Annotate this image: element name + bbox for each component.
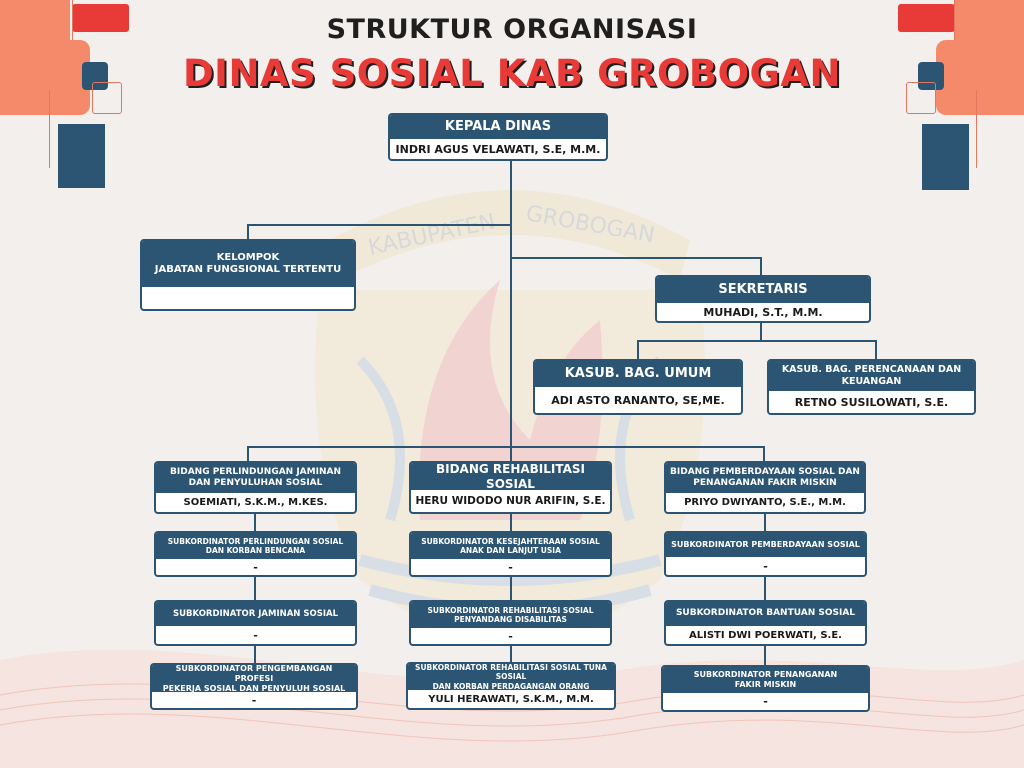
- node-name: INDRI AGUS VELAWATI, S.E, M.M.: [395, 142, 601, 156]
- node-title: SUBKORDINATOR BANTUAN SOSIAL: [666, 602, 865, 626]
- connector-line: [247, 224, 511, 226]
- connector-line: [254, 576, 256, 602]
- node-name: PRIYO DWIYANTO, S.E., M.M.: [684, 497, 846, 508]
- node-kelompok-jabatan-fungsional: KELOMPOK JABATAN FUNGSIONAL TERTENTU: [140, 239, 356, 311]
- node-bidang-pemberdayaan-sosial: BIDANG PEMBERDAYAAN SOSIAL DAN PENANGANA…: [664, 461, 866, 514]
- connector-line: [510, 160, 512, 447]
- connector-line: [247, 224, 249, 241]
- node-title-line: SUBKORDINATOR REHABILITASI SOSIAL TUNA S…: [415, 662, 607, 682]
- node-title: SEKRETARIS: [657, 277, 869, 303]
- node-name: ALISTI DWI POERWATI, S.E.: [689, 629, 842, 641]
- connector-line: [510, 446, 512, 463]
- corner-decoration-right: [884, 0, 1024, 200]
- node-subkordinator-perlindungan-sosial: SUBKORDINATOR PERLINDUNGAN SOSIAL DAN KO…: [154, 531, 357, 577]
- node-title-line: SUBKORDINATOR PENANGANAN: [693, 670, 838, 679]
- node-title-line: PENANGANAN FAKIR MISKIN: [693, 478, 837, 488]
- connector-line: [254, 645, 256, 665]
- node-name: -: [763, 559, 768, 573]
- node-title-line: SUBKORDINATOR PERLINDUNGAN SOSIAL: [167, 536, 344, 546]
- node-title-line: KASUB. BAG. PERENCANAAN DAN: [781, 364, 962, 376]
- node-title-line: KELOMPOK: [216, 251, 280, 263]
- node-title-line: FAKIR MISKIN: [734, 680, 797, 689]
- corner-decoration-left: [0, 0, 140, 200]
- node-subkordinator-penanganan-fakir-miskin: SUBKORDINATOR PENANGANAN FAKIR MISKIN -: [661, 665, 870, 712]
- connector-line: [510, 576, 512, 602]
- connector-line: [875, 340, 877, 360]
- connector-line: [764, 645, 766, 667]
- connector-line: [637, 340, 877, 342]
- node-subkordinator-rehabilitasi-disabilitas: SUBKORDINATOR REHABILITASI SOSIAL PENYAN…: [409, 600, 612, 646]
- node-subkordinator-kesejahteraan-sosial: SUBKORDINATOR KESEJAHTERAAN SOSIAL ANAK …: [409, 531, 612, 577]
- connector-line: [764, 513, 766, 533]
- node-subkordinator-bantuan-sosial: SUBKORDINATOR BANTUAN SOSIAL ALISTI DWI …: [664, 600, 867, 646]
- connector-line: [637, 340, 639, 360]
- node-title-line: SUBKORDINATOR KESEJAHTERAAN SOSIAL: [421, 536, 600, 546]
- node-name: -: [763, 695, 768, 708]
- node-name: HERU WIDODO NUR ARIFIN, S.E.: [415, 495, 606, 507]
- node-name: SOEMIATI, S.K.M., M.KES.: [183, 497, 328, 508]
- node-kepala-dinas: KEPALA DINAS INDRI AGUS VELAWATI, S.E, M…: [388, 113, 608, 161]
- connector-line: [510, 645, 512, 665]
- node-title-line: SUBKORDINATOR PENGEMBANGAN PROFESI: [175, 663, 333, 683]
- connector-line: [510, 257, 762, 259]
- connector-line: [510, 513, 512, 533]
- node-subkordinator-jaminan-sosial: SUBKORDINATOR JAMINAN SOSIAL -: [154, 600, 357, 646]
- node-name: ADI ASTO RANANTO, SE,ME.: [551, 393, 725, 407]
- page-subtitle: DINAS SOSIAL KAB GROBOGAN: [182, 52, 842, 95]
- node-name: MUHADI, S.T., M.M.: [703, 305, 823, 319]
- node-sekretaris: SEKRETARIS MUHADI, S.T., M.M.: [655, 275, 871, 323]
- node-name: -: [253, 560, 258, 574]
- node-name: -: [508, 560, 513, 574]
- node-title-line: BIDANG PERLINDUNGAN JAMINAN: [170, 466, 341, 477]
- node-name: -: [253, 628, 258, 642]
- page-title: STRUKTUR ORGANISASI: [326, 14, 698, 45]
- connector-line: [247, 446, 249, 463]
- node-subkordinator-pengembangan-profesi: SUBKORDINATOR PENGEMBANGAN PROFESI PEKER…: [150, 663, 358, 710]
- connector-line: [760, 320, 762, 341]
- node-bidang-rehabilitasi-sosial: BIDANG REHABILITASI SOSIAL HERU WIDODO N…: [409, 461, 612, 514]
- node-name: YULI HERAWATI, S.K.M., M.M.: [428, 693, 594, 705]
- node-title-line: DAN PENYULUHAN SOSIAL: [188, 478, 323, 488]
- node-title-line: PENYANDANG DISABILITAS: [454, 615, 567, 624]
- node-name: [142, 287, 354, 309]
- node-title-line: DAN KORBAN BENCANA: [205, 546, 306, 555]
- node-subkordinator-pemberdayaan-sosial: SUBKORDINATOR PEMBERDAYAAN SOSIAL -: [664, 531, 867, 577]
- node-title-line: DAN KORBAN PERDAGANGAN ORANG: [432, 681, 590, 691]
- node-title: SUBKORDINATOR PEMBERDAYAAN SOSIAL: [666, 533, 865, 557]
- node-title-line: SUBKORDINATOR REHABILITASI SOSIAL: [427, 605, 594, 615]
- connector-line: [247, 446, 765, 448]
- connector-line: [764, 576, 766, 602]
- node-title: BIDANG REHABILITASI SOSIAL: [411, 463, 610, 491]
- node-kasub-bag-umum: KASUB. BAG. UMUM ADI ASTO RANANTO, SE,ME…: [533, 359, 743, 415]
- connector-line: [254, 513, 256, 533]
- node-title: KASUB. BAG. UMUM: [535, 361, 741, 387]
- node-name: -: [251, 693, 257, 707]
- node-title-line: BIDANG PEMBERDAYAAN SOSIAL DAN: [670, 466, 860, 477]
- node-title-line: ANAK DAN LANJUT USIA: [460, 546, 561, 555]
- node-title: SUBKORDINATOR JAMINAN SOSIAL: [156, 602, 355, 626]
- node-subkordinator-rehabilitasi-tuna-sosial: SUBKORDINATOR REHABILITASI SOSIAL TUNA S…: [406, 662, 616, 710]
- connector-line: [763, 446, 765, 463]
- connector-line: [760, 257, 762, 277]
- node-bidang-perlindungan-jaminan: BIDANG PERLINDUNGAN JAMINAN DAN PENYULUH…: [154, 461, 357, 514]
- node-kasub-bag-perencanaan-keuangan: KASUB. BAG. PERENCANAAN DAN KEUANGAN RET…: [767, 359, 976, 415]
- node-title-line: KEUANGAN: [841, 376, 902, 387]
- node-name: RETNO SUSILOWATI, S.E.: [794, 395, 949, 409]
- node-name: -: [508, 629, 513, 643]
- node-title-line: PEKERJA SOSIAL DAN PENYULUH SOSIAL: [162, 683, 346, 693]
- node-title-line: JABATAN FUNGSIONAL TERTENTU: [154, 264, 342, 275]
- node-title: KEPALA DINAS: [390, 115, 606, 139]
